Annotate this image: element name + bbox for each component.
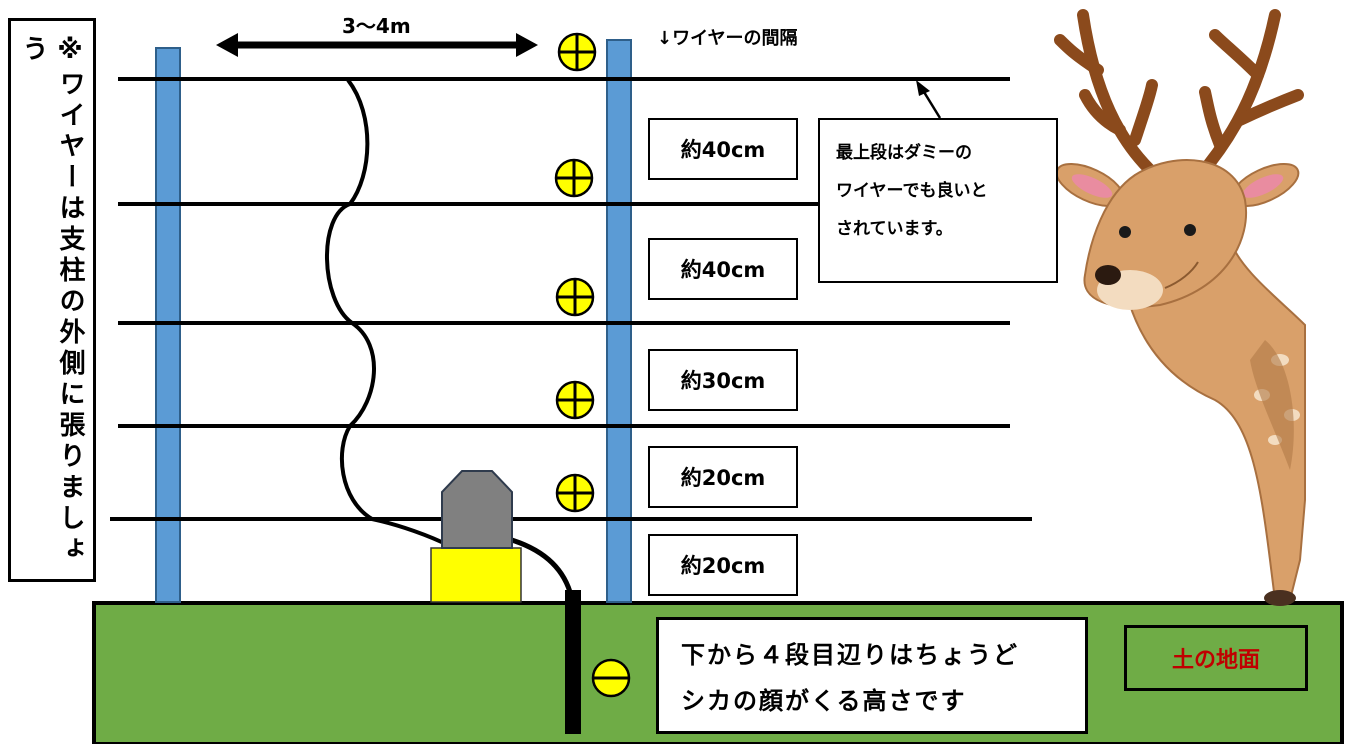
spacing-box-1: 約40cm [648, 118, 798, 180]
minus-terminal-icon [591, 658, 631, 698]
callout-line: 下から４段目辺りはちょうど [681, 641, 1019, 669]
ground-label-box: 土の地面 [1124, 625, 1308, 691]
vertical-note-box: ※ワイヤーは支柱の外側に張りましょう [8, 18, 96, 582]
callout-line: シカの顔がくる高さです [681, 687, 967, 715]
deer-face-height-callout: 下から４段目辺りはちょうど シカの顔がくる高さです [656, 617, 1088, 734]
plus-terminal-icon [555, 380, 595, 420]
spacing-box-3: 約30cm [648, 349, 798, 411]
span-label: 3〜4m [342, 14, 411, 38]
top-wire-note: 最上段はダミーの ワイヤーでも良いと されています。 [818, 118, 1058, 283]
energizer-base [430, 547, 522, 603]
plus-terminal-icon [554, 158, 594, 198]
pointer-arrow-icon [916, 80, 942, 119]
spacing-label: 約20cm [680, 466, 766, 490]
spacing-label: 約30cm [680, 369, 766, 393]
plus-terminal-icon [555, 277, 595, 317]
double-arrow-icon [216, 33, 538, 57]
ground-label: 土の地面 [1171, 648, 1260, 673]
earth-rod [565, 590, 581, 734]
wire-spacing-heading: ↓ワイヤーの間隔 [657, 28, 798, 49]
top-note-line: されています。 [836, 219, 953, 239]
energizer-body [441, 470, 513, 549]
vertical-note-text: ※ワイヤーは支柱の外側に張りましょう [18, 35, 85, 566]
spacing-box-5: 約20cm [648, 534, 798, 596]
spacing-label: 約20cm [680, 554, 766, 578]
spacing-box-4: 約20cm [648, 446, 798, 508]
top-note-line: 最上段はダミーの [836, 143, 972, 163]
spacing-box-2: 約40cm [648, 238, 798, 300]
plus-terminal-icon [557, 32, 597, 72]
plus-terminal-icon [555, 473, 595, 513]
spacing-label: 約40cm [680, 258, 766, 282]
spacing-label: 約40cm [680, 138, 766, 162]
top-note-line: ワイヤーでも良いと [836, 181, 988, 201]
deer-illustration [1054, 9, 1306, 606]
wires [110, 77, 1032, 521]
connecting-cable [325, 78, 451, 548]
